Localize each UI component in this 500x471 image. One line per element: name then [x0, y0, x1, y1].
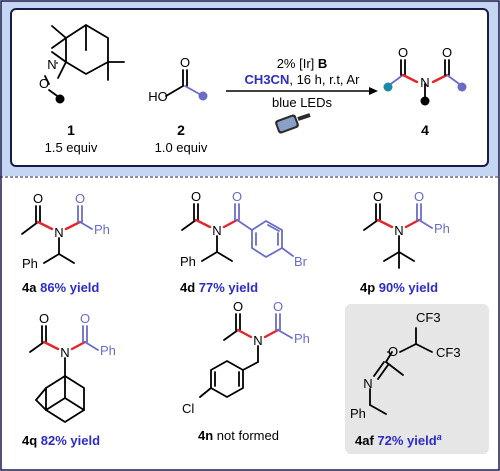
product-atom-n: N [420, 75, 429, 90]
example-4p-structure [363, 203, 433, 269]
product-atom-o2: O [442, 45, 452, 60]
4d-atom-n: N [212, 223, 221, 238]
reaction-panel [10, 8, 489, 167]
4d-ph: Ph [180, 254, 196, 269]
example-4af-structure [369, 327, 433, 415]
example-4d-structure [181, 203, 294, 262]
4n-atom-o2: O [273, 299, 283, 314]
arrow-head-icon [369, 87, 378, 95]
4af-cf3-top: CF3 [416, 310, 441, 325]
condition-solvent: CH3CN, 16 h, r.t, Ar [245, 72, 361, 87]
reagent-1-atom-o: O [39, 76, 49, 91]
example-4af-caption: 4af 72% yielda [355, 432, 442, 448]
4n-atom-n: N [253, 333, 262, 348]
4a-ph-benzyl: Ph [22, 256, 38, 271]
4d-atom-o1: O [191, 189, 201, 204]
condition-catalyst: 2% [Ir] B [277, 56, 328, 71]
4a-atom-n: N [54, 225, 63, 240]
4q-ph: Ph [100, 343, 116, 358]
4a-atom-o1: O [33, 191, 43, 206]
4q-atom-o1: O [39, 311, 49, 326]
reagent-2-equiv: 1.0 equiv [155, 140, 208, 155]
4q-atom-o2: O [80, 311, 90, 326]
example-4af-box [345, 304, 489, 454]
example-4a-structure [21, 205, 93, 264]
reagent-2-structure [165, 69, 208, 101]
reagent-1-label: 1 [67, 122, 75, 138]
4af-cf3-right: CF3 [436, 345, 461, 360]
4p-ph: Ph [434, 221, 450, 236]
reagent-1-atom-n: N [47, 57, 56, 72]
4q-atom-n: N [60, 345, 69, 360]
4af-ph: Ph [350, 406, 366, 421]
example-4p-caption: 4p 90% yield [360, 280, 438, 295]
example-4a-caption: 4a 86% yield [22, 280, 99, 295]
4p-atom-o2: O [414, 189, 424, 204]
product-4-label: 4 [421, 122, 429, 138]
condition-light: blue LEDs [272, 95, 332, 110]
4af-atom-n: N [363, 376, 372, 391]
example-4n-structure [199, 313, 293, 398]
4a-atom-o2: O [75, 191, 85, 206]
example-4q-caption: 4q 82% yield [22, 433, 100, 448]
reagent-1-equiv: 1.5 equiv [45, 140, 98, 155]
reagent-2-atom-o: O [180, 55, 190, 70]
example-4n-caption: 4n not formed [198, 428, 279, 443]
4a-ph-acyl: Ph [94, 222, 110, 237]
product-4-structure [383, 59, 467, 106]
4n-ph: Ph [294, 331, 310, 346]
reagent-2-atom-ho: HO [148, 89, 168, 104]
4p-atom-n: N [394, 223, 403, 238]
reagent-2-label: 2 [177, 122, 185, 138]
4n-atom-o1: O [233, 299, 243, 314]
4d-br: Br [294, 254, 308, 269]
reagent-1-structure [44, 24, 125, 104]
product-atom-o1: O [398, 45, 408, 60]
example-4q-structure [29, 325, 99, 423]
4p-atom-o1: O [373, 189, 383, 204]
example-4d-caption: 4d 77% yield [180, 280, 258, 295]
blue-led-icon [275, 113, 311, 134]
4af-atom-o: O [388, 344, 398, 359]
4d-atom-o2: O [232, 189, 242, 204]
4n-cl: Cl [182, 401, 194, 416]
